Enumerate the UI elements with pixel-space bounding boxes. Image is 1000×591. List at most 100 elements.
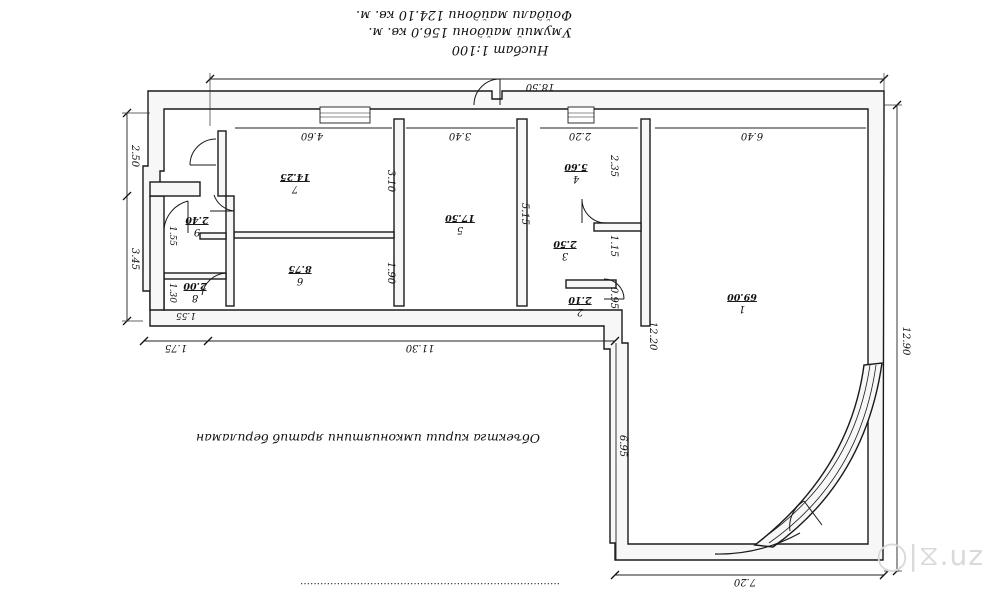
curved-wall [753,362,883,548]
svg-text:11.30: 11.30 [405,342,434,353]
svg-text:2.50: 2.50 [553,238,578,249]
dim-room4-height: 2.35 [608,154,619,177]
total-area-text: Умумий майдони 156.0 кв. м. [368,24,571,39]
partition-1-4 [640,118,651,327]
room-label-7: 7 14.25 [280,171,310,194]
room-label-1: 1 69.00 [727,291,757,314]
svg-text:1.55: 1.55 [167,226,177,246]
outer-wall [142,90,885,561]
watermark-logo: ◯|⧖.uz [876,539,984,572]
partition-3-2 [565,279,617,289]
room-label-2: 2 2.10 [568,294,593,317]
svg-text:2.50: 2.50 [129,144,140,168]
svg-text:6.95: 6.95 [617,435,628,457]
dim-room2-height: 0.95 [608,287,619,309]
partition-wc2 [199,232,227,240]
room-label-4: 4 5.60 [564,161,588,184]
svg-text:2.00: 2.00 [183,280,208,291]
window-room7 [319,106,371,124]
svg-text:7: 7 [291,183,298,194]
svg-text:69.00: 69.00 [727,291,757,302]
dim-left-bottom: 3.45 [122,191,140,326]
svg-text:1: 1 [739,303,745,314]
svg-text:5.60: 5.60 [564,161,588,172]
partition-2-5 [516,118,528,307]
svg-text:2.20: 2.20 [568,130,592,141]
svg-text:5.15: 5.15 [519,203,530,225]
dim-room5-width: 3.40 [406,127,515,141]
svg-text:2.10: 2.10 [568,294,593,305]
partition-6-left [225,195,235,307]
dim-room8-width: 1.55 [176,310,196,320]
svg-text:5: 5 [457,224,463,235]
svg-text:3.45: 3.45 [129,248,140,270]
svg-text:2: 2 [577,306,584,317]
dim-room1-width: 6.40 [655,127,866,141]
dim-stair-offset: 1.75 [139,336,208,353]
scale-title: Нисбат 1:100 [452,42,550,57]
partition-6-7 [233,231,395,239]
door-room3-icon [581,198,607,224]
svg-text:8: 8 [192,292,198,303]
svg-text:2.40: 2.40 [185,214,210,225]
dim-overall-width: 18.50 [205,74,889,92]
svg-text:4.60: 4.60 [300,130,324,141]
dim-room7-width: 4.60 [235,127,392,141]
svg-text:4: 4 [573,173,580,184]
dim-room4-width: 2.20 [540,127,638,141]
door-wing-icon [789,500,823,532]
annex-inner [217,130,227,197]
dim-wing-bottom: 7.20 [610,570,889,587]
room-label-5: 5 17.50 [445,212,475,235]
svg-text:18.50: 18.50 [525,81,554,92]
dim-room5-height: 5.15 [519,203,530,225]
svg-text:3: 3 [562,250,568,261]
dim-overall-height: 12.90 [892,100,911,576]
door-room2-icon [603,278,625,300]
dim-corridor: 11.30 [203,336,620,353]
door-top-left-icon [189,138,217,166]
dim-room1-height: 12.20 [647,322,658,351]
dim-room6-height: 1.90 [385,262,396,285]
svg-text:3.40: 3.40 [448,130,471,141]
svg-text:0.95: 0.95 [608,287,619,309]
partition-wc [163,272,227,280]
window-room4 [567,106,595,124]
svg-text:7.20: 7.20 [733,576,756,587]
dim-left-top: 2.50 [122,108,140,196]
svg-text:6: 6 [296,275,303,286]
door-room8-icon [200,272,227,296]
dim-room3-height: 1.15 [608,235,619,257]
svg-text:14.25: 14.25 [280,171,310,182]
svg-text:12.90: 12.90 [900,327,911,356]
door-room6-icon [210,194,235,212]
annex-top [149,181,201,197]
svg-text:1.15: 1.15 [608,235,619,257]
dim-room8-height: 1.30 [167,283,177,303]
room-label-9: 9 2.40 [185,214,210,237]
access-caption: Объектга кириш имкониятини яратиб берила… [196,431,540,446]
svg-text:9: 9 [193,226,200,237]
svg-text:17.50: 17.50 [445,212,475,223]
room-label-6: 6 8.75 [288,263,312,286]
svg-text:1.75: 1.75 [165,342,187,353]
svg-text:1.55: 1.55 [176,310,196,320]
bottom-note: …………………………………………………………………… [300,580,560,591]
usable-area-text: Фойдали майдони 124.10 кв. м. [356,7,572,22]
partition-5-7 [393,118,405,307]
svg-text:1.30: 1.30 [167,283,177,303]
partition-4-3 [593,222,642,232]
annex-wall [149,195,165,311]
svg-text:3.10: 3.10 [385,170,396,193]
room-label-8: 8 2.00 [183,280,208,303]
room-label-3: 3 2.50 [553,238,578,261]
dim-room9-height: 1.55 [167,226,177,246]
svg-text:2.35: 2.35 [608,154,619,177]
svg-text:1.90: 1.90 [385,262,396,285]
svg-text:8.75: 8.75 [288,263,312,274]
svg-text:6.40: 6.40 [740,130,763,141]
svg-text:12.20: 12.20 [647,322,658,351]
dim-room7-height: 3.10 [385,170,396,193]
dim-wing-height: 6.95 [615,343,628,560]
